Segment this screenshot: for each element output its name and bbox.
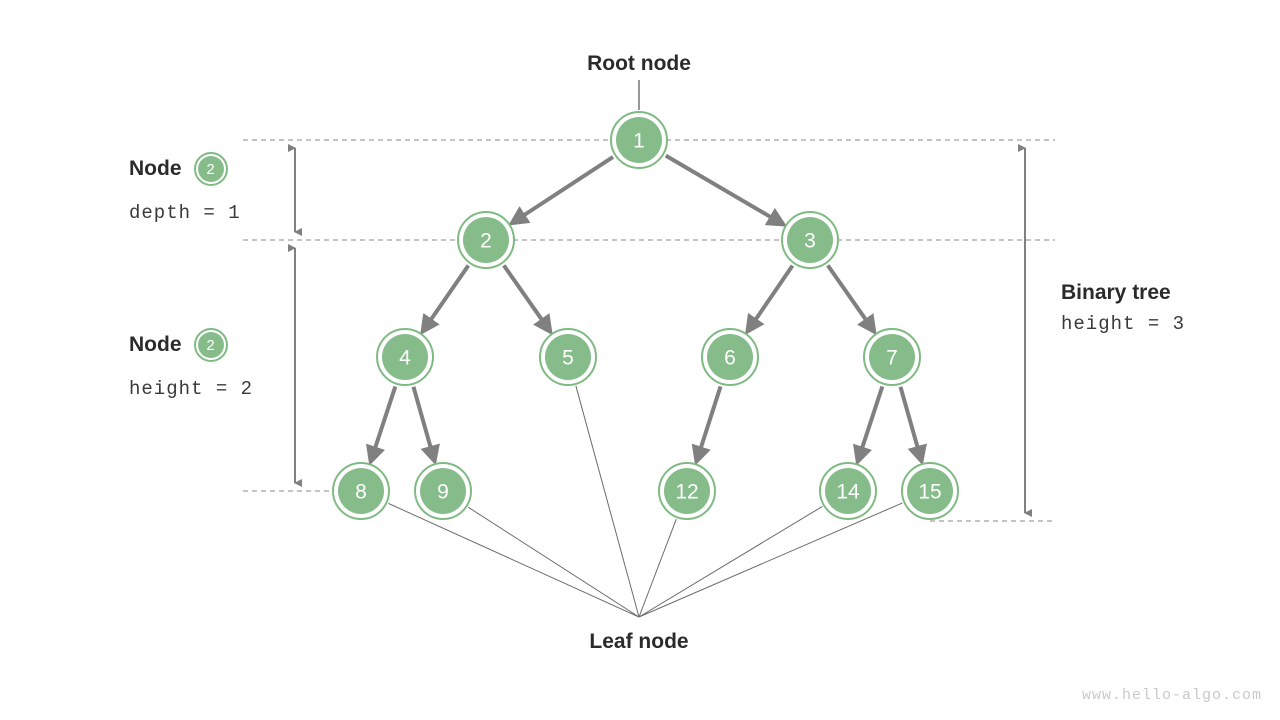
root-node-label: Root node (587, 52, 691, 75)
tree-node-7[interactable]: 7 (863, 328, 921, 386)
leaf-leader-layer (388, 385, 903, 618)
tree-node-8[interactable]: 8 (332, 462, 390, 520)
binary-tree-callout-title: Binary tree (1061, 281, 1171, 304)
tree-node-6[interactable]: 6 (701, 328, 759, 386)
tree-node-core (420, 468, 466, 514)
tree-node-12[interactable]: 12 (658, 462, 716, 520)
tree-node-1[interactable]: 1 (610, 111, 668, 169)
edge-n1-n2 (508, 155, 615, 226)
tree-node-core (907, 468, 953, 514)
node-height-callout-row: Node 2 (129, 328, 253, 362)
tree-node-core (616, 117, 662, 163)
tree-node-core (338, 468, 384, 514)
tree-node-14[interactable]: 14 (819, 462, 877, 520)
node-height-callout: Node 2 height = 2 (129, 328, 253, 400)
tree-node-core (787, 217, 833, 263)
measure-layer (288, 144, 1032, 517)
edge-n4-n9 (411, 386, 440, 466)
tree-node-value: 3 (804, 230, 816, 253)
edge-n3-n6 (745, 264, 795, 336)
edge-n7-n15 (898, 386, 927, 466)
leaf-leader-n12 (638, 518, 677, 618)
tree-node-15[interactable]: 15 (901, 462, 959, 520)
tree-node-value: 5 (562, 347, 574, 370)
tree-node-value: 8 (355, 481, 367, 504)
tree-node-core (664, 468, 710, 514)
tree-node-value: 2 (480, 230, 492, 253)
edge-n7-n14 (853, 385, 885, 466)
tree-node-value: 12 (675, 481, 698, 504)
node-depth-badge-value: 2 (197, 156, 224, 182)
node-height-callout-label: Node (129, 333, 182, 356)
leaf-leader-n15 (638, 502, 903, 618)
tree-node-value: 9 (437, 481, 449, 504)
node-depth-callout-row: Node 2 (129, 152, 241, 186)
tree-node-value: 6 (724, 347, 736, 370)
tree-node-4[interactable]: 4 (376, 328, 434, 386)
tree-node-value: 15 (918, 481, 941, 504)
tree-node-core (382, 334, 428, 380)
tree-node-2[interactable]: 2 (457, 211, 515, 269)
edge-n4-n8 (366, 385, 398, 466)
tree-node-core (545, 334, 591, 380)
edge-n6-n12 (691, 385, 723, 466)
tree-node-value: 4 (399, 347, 411, 370)
tree-node-core (707, 334, 753, 380)
edge-n1-n3 (664, 153, 788, 227)
leaf-leader-n14 (638, 506, 823, 618)
node-depth-callout: Node 2 depth = 1 (129, 152, 241, 224)
node-height-detail: height = 2 (129, 378, 254, 400)
binary-tree-callout-detail: height = 3 (1061, 313, 1186, 335)
tree-node-core (825, 468, 871, 514)
tree-node-value: 7 (886, 347, 898, 370)
watermark-text: www.hello-algo.com (1081, 687, 1262, 704)
edge-n3-n7 (826, 264, 877, 336)
leaf-leader-n8 (388, 502, 640, 618)
node-depth-badge: 2 (193, 152, 228, 186)
tree-node-value: 14 (836, 481, 860, 504)
tree-node-core (869, 334, 915, 380)
tree-node-value: 1 (633, 130, 645, 153)
tree-node-5[interactable]: 5 (539, 328, 597, 386)
leaf-node-label: Leaf node (589, 630, 689, 653)
leaf-leader-n9 (467, 506, 640, 618)
node-height-badge-value: 2 (197, 332, 224, 358)
binary-tree-callout: Binary tree height = 3 (1061, 281, 1185, 335)
tree-node-9[interactable]: 9 (414, 462, 472, 520)
edge-layer (366, 153, 927, 466)
tree-node-core (463, 217, 509, 263)
edge-n2-n4 (420, 264, 470, 336)
leaf-leader-n5 (575, 385, 640, 618)
edge-n2-n5 (502, 264, 553, 336)
node-depth-detail: depth = 1 (129, 202, 241, 224)
node-depth-callout-label: Node (129, 157, 182, 180)
node-height-badge: 2 (193, 328, 228, 362)
tree-node-3[interactable]: 3 (781, 211, 839, 269)
